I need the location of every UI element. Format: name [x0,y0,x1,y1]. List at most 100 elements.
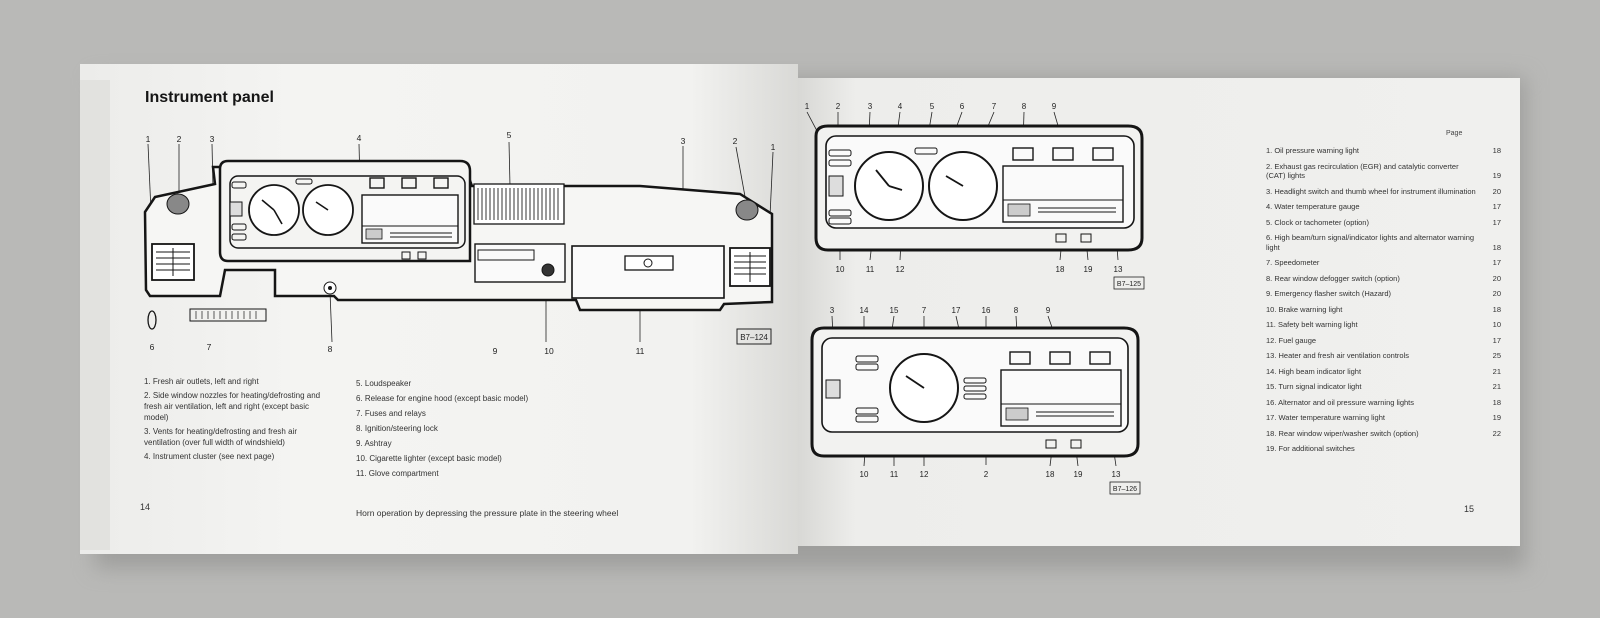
callout-2: 2 [733,136,738,146]
legend-row: 3. Headlight switch and thumb wheel for … [1266,187,1501,197]
legend-page: 19 [1492,171,1501,180]
legend-row: 7. Speedometer 17 [1266,258,1501,268]
legend-label: 4. Water temperature gauge [1266,202,1360,211]
legend-label: 8. Rear window defogger switch (option) [1266,273,1400,283]
callout-8: 8 [1022,102,1027,111]
callout-16: 16 [982,306,991,315]
callout-1: 1 [805,102,810,111]
callout-13: 13 [1112,470,1121,479]
callout-8: 8 [1014,306,1019,315]
callout-17: 17 [952,306,961,315]
callout-3: 3 [868,102,873,111]
callout-12: 12 [896,265,905,274]
callout-1: 1 [146,134,151,144]
legend-page: 22 [1492,428,1501,438]
legend-page: 17 [1492,258,1501,267]
callout-4: 4 [898,102,903,111]
page-number: 14 [140,502,151,512]
callout-3: 3 [830,306,835,315]
legend-row: 6. High beam/turn signal/indicator light… [1266,233,1501,252]
legend-page: 21 [1492,366,1501,376]
legend-label: 13. Heater and fresh air ventilation con… [1266,351,1409,360]
legend-item: 3. Vents for heating/defrosting and fres… [144,427,297,447]
legend-label: 18. Rear window wiper/washer switch (opt… [1266,428,1419,438]
callout-6: 6 [150,342,155,352]
legend-label: 7. Speedometer [1266,258,1320,267]
legend-page: 20 [1492,289,1501,298]
callout-2: 2 [836,102,841,111]
callout-10: 10 [860,470,869,479]
legend-label: 1. Oil pressure warning light [1266,146,1359,155]
legend-item: 8. Ignition/steering lock [356,424,438,433]
callout-9: 9 [493,346,498,356]
legend-row: 12. Fuel gauge 17 [1266,336,1501,346]
toc-page-header: Page [1446,130,1463,137]
callout-15: 15 [890,306,899,315]
legend-label: 12. Fuel gauge [1266,335,1317,345]
legend-page: 25 [1492,351,1501,360]
callout-19: 19 [1074,470,1083,479]
legend-page: 18 [1492,397,1501,407]
legend-label: 19. For additional switches [1266,444,1355,453]
legend-label: 10. Brake warning light [1266,304,1343,314]
callout-11: 11 [636,346,645,356]
legend-row: 10. Brake warning light 18 [1266,305,1501,315]
legend-row: 16. Alternator and oil pressure warning … [1266,398,1501,408]
legend-label: 5. Clock or tachometer (option) [1266,217,1369,227]
callout-5: 5 [507,130,512,140]
callout-18: 18 [1046,470,1055,479]
book-edge [80,80,110,550]
callout-12: 12 [920,470,929,479]
legend-label: 15. Turn signal indicator light [1266,382,1362,391]
legend-row: 2. Exhaust gas recirculation (EGR) and c… [1266,162,1501,181]
legend-page: 10 [1492,320,1501,329]
legend-label: 2. Exhaust gas recirculation (EGR) and c… [1266,161,1459,181]
callout-4: 4 [357,133,362,143]
page-number: 15 [1464,504,1475,514]
legend-page: 18 [1492,304,1501,314]
legend-page: 17 [1492,335,1501,345]
callout-14: 14 [860,306,869,315]
right-page: B7–125 1 2 3 4 5 6 7 8 9 10 11 12 18 19 … [798,78,1520,546]
callout-9: 9 [1052,102,1057,111]
legend-label: 17. Water temperature warning light [1266,413,1385,422]
callout-3: 3 [210,134,215,144]
legend-row: 8. Rear window defogger switch (option)2… [1266,274,1501,284]
legend-row: 5. Clock or tachometer (option)17 [1266,218,1501,228]
footer-note: Horn operation by depressing the pressur… [356,508,619,518]
callout-3: 3 [681,136,686,146]
figure-code: B7–126 [1113,486,1137,493]
legend-item: 1. Fresh air outlets, left and right [144,377,259,386]
legend-page: 18 [1492,242,1501,252]
legend-label: 3. Headlight switch and thumb wheel for … [1266,186,1476,196]
legend-row: 13. Heater and fresh air ventilation con… [1266,351,1501,361]
callout-7: 7 [922,306,927,315]
legend-item: 11. Glove compartment [356,469,439,478]
callout-5: 5 [930,102,935,111]
callout-2: 2 [177,134,182,144]
instrument-cluster-diagram-top: B7–125 1 2 3 4 5 6 7 8 9 10 11 12 18 19 … [805,102,1145,290]
legend-item: 7. Fuses and relays [356,409,426,418]
legend-row: 9. Emergency flasher switch (Hazard) 20 [1266,289,1501,299]
callout-2: 2 [984,470,989,479]
legend-page: 19 [1492,413,1501,422]
left-page: Instrument panel [80,64,798,554]
legend-label: 6. High beam/turn signal/indicator light… [1266,233,1475,252]
page-title: Instrument panel [145,89,274,106]
callout-11: 11 [890,470,899,479]
callout-10: 10 [836,265,845,274]
legend-label: 16. Alternator and oil pressure warning … [1266,397,1415,407]
legend-row: 18. Rear window wiper/washer switch (opt… [1266,429,1501,439]
legend-label: 9. Emergency flasher switch (Hazard) [1266,289,1392,298]
callout-13: 13 [1114,265,1123,274]
callout-19: 19 [1084,265,1093,274]
callout-11: 11 [866,265,875,274]
legend-item: 10. Cigarette lighter (except basic mode… [356,454,502,463]
legend-item: 9. Ashtray [356,439,392,448]
legend-row: 19. For additional switches [1266,444,1501,454]
